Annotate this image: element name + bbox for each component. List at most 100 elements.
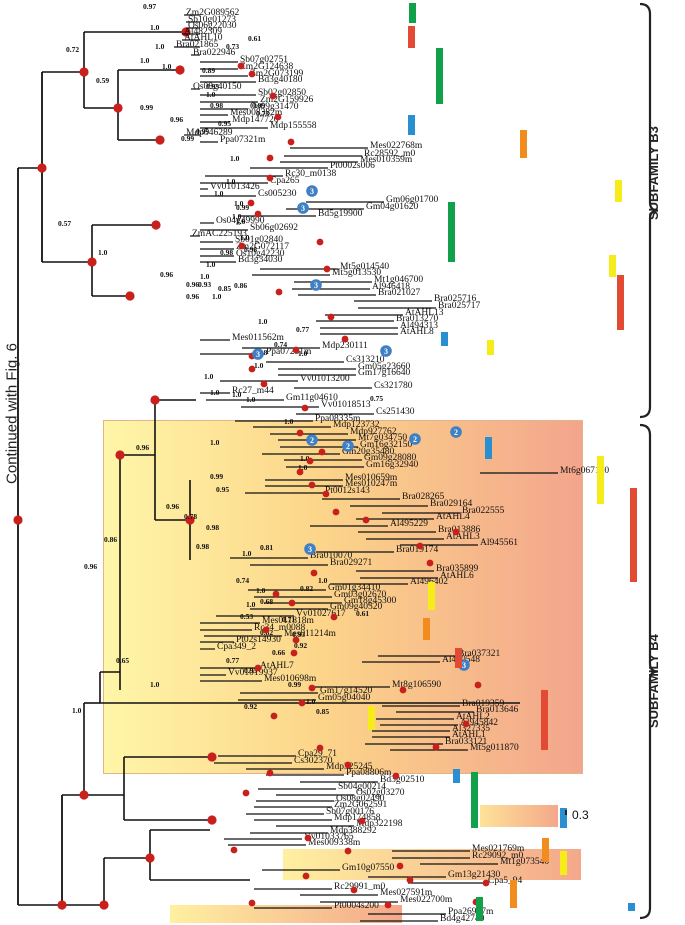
taxon-label: Bd3g40180 [258,75,303,85]
support-value: 0.82 [300,584,313,593]
node-dot [362,516,370,524]
lineage-bar [476,897,483,921]
node-dot [344,847,352,855]
lineage-bar [485,437,492,459]
badge-number: 3 [384,347,388,356]
taxon-label: Bra037321 [458,649,500,659]
lineage-bar [609,255,616,277]
taxon-label: Bd5g19900 [318,209,363,219]
node-dot [298,699,306,707]
taxon-label: Mes011214m [284,629,337,639]
node-dot [474,681,482,689]
support-value: 0.99 [252,101,265,110]
support-value: 0.95 [216,485,229,494]
node-dot [248,365,256,373]
support-value: 0.95 [218,119,231,128]
taxon-label: Gm03g02670 [334,590,387,600]
taxon-label: Bra019174 [396,545,438,555]
clade-highlight-mdp [480,805,558,827]
taxon-label: Mdp230111 [322,341,368,351]
node-dot [306,457,314,465]
taxon-label: Rc34_m0088 [254,623,305,633]
taxon-label: Ppa26997m [448,907,494,917]
support-value: 0.99 [196,127,209,136]
support-value: 0.93 [292,630,305,639]
badge-dot [297,202,309,214]
node-dot [406,876,414,884]
taxon-label: Mes027591m [380,888,433,898]
taxon-label: Rc29991_m0 [334,882,385,892]
node-dot [207,815,217,825]
taxon-label: Mt8g106590 [392,680,441,690]
node-dot [452,528,460,536]
taxon-label: Mes011562m [232,333,285,343]
support-value: 1.0 [240,233,250,242]
lineage-bar [560,851,567,875]
support-value: 1.0 [150,680,160,689]
support-value: 1.0 [140,56,150,65]
node-dot [310,569,318,577]
node-dot [260,380,268,388]
support-value: 0.97 [143,2,156,11]
lineage-bar [560,808,567,828]
taxon-label: Sb06g02692 [250,223,298,233]
taxon-label: Mes010698m [264,674,317,684]
taxon-label: Bra033121 [445,737,487,747]
node-dot [426,559,434,567]
node-dot [237,62,245,70]
badge-dot [252,348,264,360]
node-dot [125,291,135,301]
node-dot [287,138,295,146]
badge-number: 3 [301,204,305,213]
lineage-bar [520,130,527,158]
taxon-label: Os02g03270 [356,788,405,798]
taxon-label: Mdp155558 [270,121,317,131]
taxon-label: Al945842 [460,718,498,728]
taxon-label: Sb04g00214 [338,782,386,792]
badge-number: 3 [462,661,466,670]
support-value: 1.0 [206,90,216,99]
taxon-label: Bra013646 [476,705,518,715]
taxon-label: Rc29092_m0 [472,851,523,861]
node-dot [288,599,296,607]
taxon-label: Gm18g45300 [344,596,397,606]
taxon-label: Mes022768m [370,141,423,151]
node-dot [113,103,123,113]
taxon-label: Zm2G072117 [236,242,289,252]
taxon-label: AtAHL4 [436,512,470,522]
support-value: 0.98 [220,248,233,257]
taxon-label: Ppa08335m [315,414,361,424]
taxon-label: Zm2G062591 [334,800,388,810]
taxon-label: Gm06g01700 [386,195,439,205]
taxon-label: Mes009338m [308,838,361,848]
taxon-label: Vv01027617 [296,609,346,619]
lineage-bar [408,26,415,48]
lineage-bar [471,772,478,828]
taxon-label: AtAHL13 [405,308,444,318]
node-dot [274,113,282,121]
taxon-label: Gm16g32150 [360,440,413,450]
support-value: 0.92 [294,641,307,650]
support-value: 0.98 [196,542,209,551]
badge-number: 2 [310,436,314,445]
taxon-label: Ppa07321m [220,135,266,145]
taxon-label: Mt1g073540 [500,857,549,867]
taxon-label: AtAHL6 [440,571,474,581]
taxon-label: Rc28592_m0 [364,149,415,159]
support-value: 1.0 [204,372,214,381]
node-dot [296,468,304,476]
taxon-label: Bra010070 [310,551,352,561]
lineage-bar [428,582,435,610]
node-dot [332,508,340,516]
taxon-label: Mes010359m [360,155,413,165]
taxon-label: AtAHL1 [452,730,486,740]
support-value: 0.81 [260,543,273,552]
taxon-label: Mdp322198 [356,819,403,829]
node-dot [57,900,67,910]
lineage-bar [455,648,462,668]
taxon-label: Bra019359 [462,699,504,709]
support-value: 1.0 [210,438,220,447]
node-dot [266,154,274,162]
node-dot [323,265,331,273]
badge-dot [409,433,421,445]
